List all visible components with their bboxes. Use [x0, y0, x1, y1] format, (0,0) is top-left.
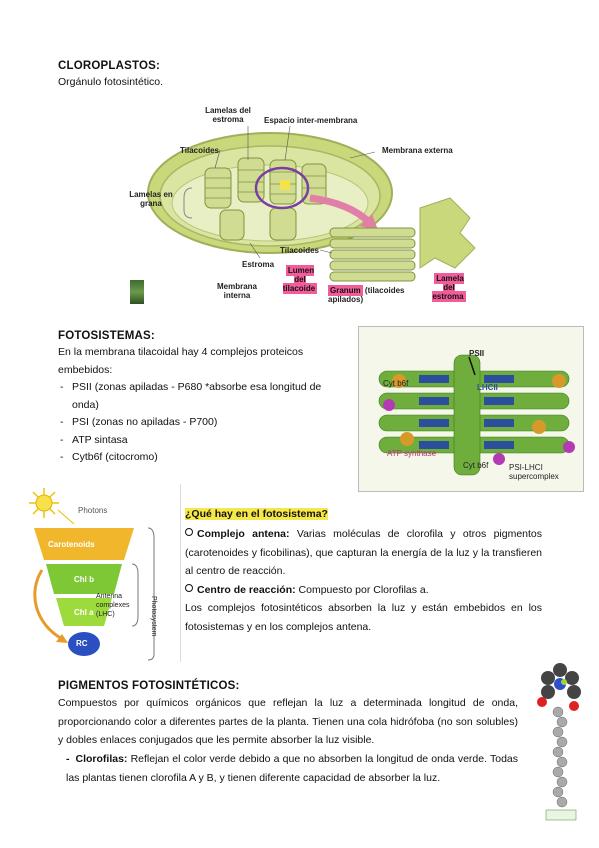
list-item: PSI (zonas no apiladas - P700) — [58, 414, 340, 432]
que-hay-body: Complejo antena: Varias moléculas de clo… — [185, 525, 542, 636]
fotosistemas-list: PSII (zonas apiladas - P680 *absorbe esa… — [58, 379, 340, 467]
chloroplast-figure: Lamelas del estroma Espacio inter-membra… — [120, 98, 480, 308]
label-rc: RC — [76, 639, 88, 648]
section-title-pigmentos: PIGMENTOS FOTOSINTÉTICOS: — [58, 680, 240, 692]
bullet-circle-icon — [185, 528, 193, 536]
diagram-label-psi: PSI-LHCI supercomplex — [509, 463, 559, 481]
chloroplast-illustration — [147, 125, 476, 282]
diagram-label-cyt-top: Cyt b6f — [383, 379, 409, 388]
chlorophyll-molecule-illustration — [537, 663, 581, 821]
label-photosystem: Photosystem — [150, 596, 157, 637]
clorofilas-item: -Clorofilas: Reflejan el color verde deb… — [66, 753, 518, 784]
label-lumen: Lumen del tilacoide — [282, 265, 318, 294]
antenna-diagram: Photons Carotenoids Chl b Chl a RC Anten… — [20, 484, 181, 662]
label-chl-a: Chl a — [74, 608, 94, 617]
label-antenna-complexes: Antenna complexes (LHC) — [96, 593, 130, 618]
label-lamela-estroma: Lamela del estroma — [432, 273, 466, 302]
que-hay-title: ¿Qué hay en el fotosistema? — [185, 508, 328, 520]
label-tilacoides-top: Tilacoides — [180, 146, 219, 155]
label-chl-b: Chl b — [74, 575, 94, 584]
diagram-label-psii: PSII — [469, 349, 485, 358]
thylakoid-membrane-illustration — [378, 354, 575, 476]
label-estroma: Estroma — [242, 260, 275, 269]
list-item: ATP sintasa — [58, 432, 340, 450]
diagram-label-atp: ATP synthase — [387, 449, 437, 458]
diagram-label-lhcii: LHCII — [477, 383, 498, 392]
pigmentos-text: Compuestos por químicos orgánicos que re… — [58, 697, 518, 746]
list-item: PSII (zonas apiladas - P680 *absorbe esa… — [58, 379, 340, 414]
label-lamelas-grana: Lamelas en grana — [129, 190, 173, 208]
label-membrana-interna: Membrana interna — [216, 282, 257, 300]
label-membrana-externa: Membrana externa — [382, 146, 453, 155]
bullet-circle-icon — [185, 583, 193, 592]
diagram-label-cyt-bottom: Cyt b6f — [463, 461, 489, 470]
section-title-cloroplastos: CLOROPLASTOS: — [58, 60, 161, 72]
label-granum: Granum (tilacoides apilados) — [328, 285, 405, 304]
fotosistemas-intro: En la membrana tilacoidal hay 4 complejo… — [58, 346, 304, 376]
label-espacio: Espacio inter-membrana — [264, 116, 358, 125]
section-title-fotosistemas: FOTOSISTEMAS: — [58, 330, 155, 342]
label-photons: Photons — [78, 506, 108, 515]
antenna-illustration — [29, 488, 155, 661]
antena-paragraph: Complejo antena: Varias moléculas de clo… — [185, 528, 543, 577]
cloroplastos-subtitle: Orgánulo fotosintético. — [58, 76, 164, 88]
membrane-diagram: PSII LHCII Cyt b6f ATP synthase Cyt b6f … — [358, 326, 584, 492]
label-tilacoides-bottom: Tilacoides — [280, 246, 319, 255]
label-carotenoids: Carotenoids — [48, 540, 95, 549]
chlorophyll-molecule-figure — [530, 656, 590, 824]
closing-paragraph: Los complejos fotosintéticos absorben la… — [185, 602, 542, 633]
plant-thumbnail — [130, 280, 144, 304]
label-lamelas-estroma: Lamelas del estroma — [205, 106, 251, 124]
list-item: Cytb6f (citocromo) — [58, 449, 340, 467]
centro-paragraph: Centro de reacción: Compuesto por Clorof… — [185, 581, 542, 600]
